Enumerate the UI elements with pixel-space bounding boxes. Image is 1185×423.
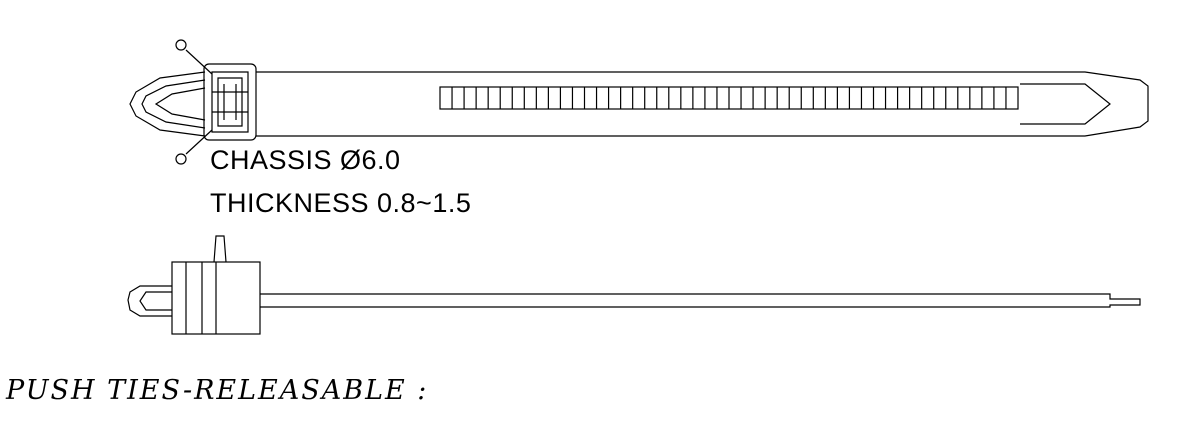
side-view xyxy=(127,235,1141,335)
release-arms xyxy=(175,39,213,165)
product-caption: PUSH TIES-RELEASABLE : xyxy=(6,375,429,406)
thickness-spec: THICKNESS 0.8~1.5 xyxy=(210,188,472,218)
top-view xyxy=(129,39,1149,165)
side-head xyxy=(171,235,261,335)
ratchet-slots xyxy=(439,86,1019,110)
arrowhead-mount xyxy=(129,71,206,137)
strap xyxy=(256,71,1149,137)
side-strap xyxy=(260,293,1141,308)
chassis-spec: CHASSIS Ø6.0 xyxy=(210,145,401,175)
lock-head xyxy=(203,63,257,141)
side-mount xyxy=(127,285,172,317)
